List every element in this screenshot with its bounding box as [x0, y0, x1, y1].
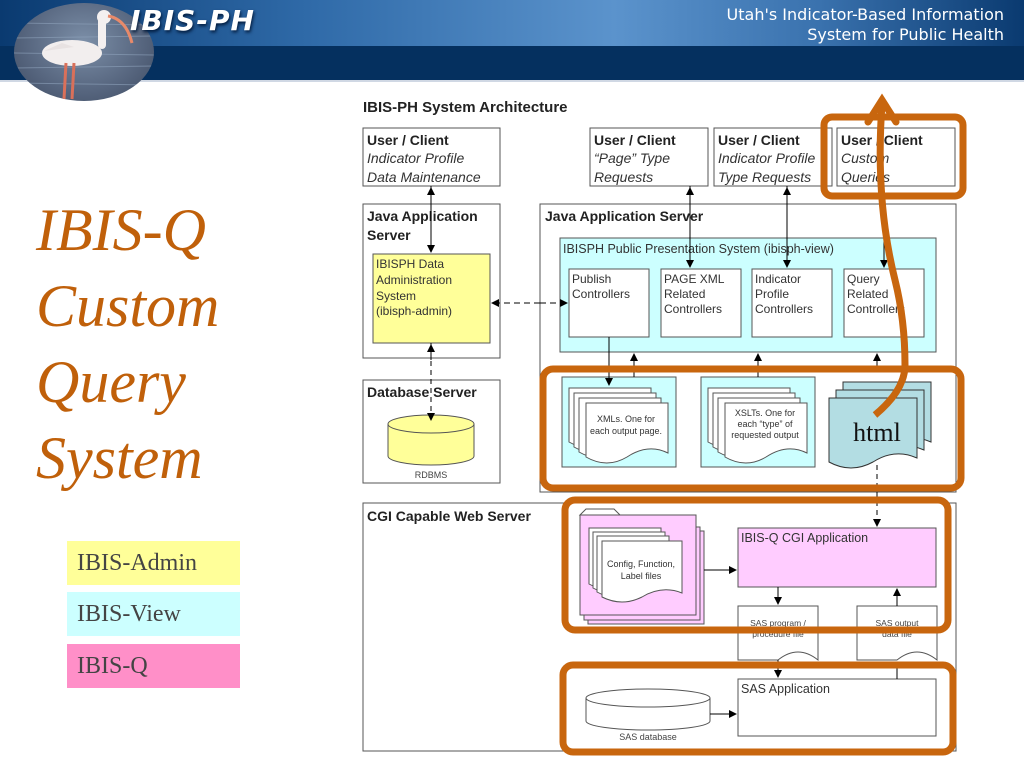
server-label: Server [367, 227, 411, 243]
client-desc: Type Requests [718, 169, 811, 185]
config-files-label: Config, Function, [607, 559, 675, 569]
client-box-indicator-profile: User / Client Indicator Profile Type Req… [713, 127, 833, 187]
admin-system-label: System [376, 289, 416, 303]
client-title: User / Client [594, 132, 676, 148]
sas-output-label: SAS output [875, 618, 919, 628]
controller-label: Controllers [572, 287, 630, 301]
rdbms-cylinder-icon [387, 414, 475, 466]
controller-publish: Publish Controllers [568, 268, 650, 338]
sas-application: SAS Application [737, 678, 937, 737]
sas-db-label: SAS database [619, 732, 677, 742]
database-server: Database Server RDBMS [362, 379, 501, 484]
controller-label: Related [847, 287, 888, 301]
controller-label: Controllers [664, 302, 722, 316]
sas-program-label: SAS program / [750, 618, 806, 628]
server-label: CGI Capable Web Server [367, 508, 531, 524]
xslt-doc-label: requested output [731, 430, 799, 440]
highlights [539, 93, 967, 756]
controller-query: Query Related Controllers [843, 268, 925, 338]
xslt-doc-label: XSLTs. One for [735, 408, 795, 418]
client-box-custom-queries: User / Client Custom Queries [836, 127, 956, 187]
sas-program-label: procedure file [752, 629, 804, 639]
legend-ibis-view: IBIS-View [67, 592, 240, 636]
xslt-doc-label: each “type” of [737, 419, 793, 429]
highlight-return-arrow [872, 103, 909, 418]
legend-ibis-q: IBIS-Q [67, 644, 240, 688]
admin-system-label: (ibisph-admin) [376, 304, 452, 318]
ibis-q-cgi-application: IBIS-Q CGI Application [737, 527, 937, 588]
xslt-documents-icon: XSLTs. One for each “type” of requested … [700, 376, 816, 468]
html-doc-label: html [853, 418, 901, 447]
client-desc: Indicator Profile [718, 150, 815, 166]
java-server-view: Java Application Server IBISPH Public Pr… [539, 203, 957, 493]
slide-title-line: Query [36, 349, 186, 415]
client-title: User / Client [367, 132, 449, 148]
cgi-app-label: IBIS-Q CGI Application [741, 531, 868, 545]
ibis-logo [14, 3, 154, 101]
server-label: Java Application Server [545, 208, 704, 224]
admin-system-label: IBISPH Data [376, 257, 444, 271]
controller-label: Indicator [755, 272, 801, 286]
html-documents-icon: html [828, 381, 932, 469]
brand-title: IBIS-PH [130, 4, 255, 37]
sas-app-label: SAS Application [741, 682, 830, 696]
client-desc: Data Maintenance [367, 169, 481, 185]
xml-doc-label: XMLs. One for [597, 414, 655, 424]
rdbms-label: RDBMS [415, 470, 448, 480]
slide-title-line: System [36, 425, 203, 491]
client-box-page: User / Client “Page” Type Requests [589, 127, 709, 187]
client-desc: Requests [594, 169, 653, 185]
diagram-title: IBIS-PH System Architecture [363, 99, 568, 116]
config-files-label: Label files [621, 571, 662, 581]
legend-ibis-admin: IBIS-Admin [67, 541, 240, 585]
view-system-label: IBISPH Public Presentation System (ibisp… [563, 242, 834, 256]
subtitle-line-2: System for Public Health [807, 25, 1004, 44]
controller-label: Query [847, 272, 880, 286]
config-files-folder-icon: Config, Function, Label files [578, 508, 705, 625]
controller-label: Controllers [847, 302, 905, 316]
database-server-title: Database Server [367, 384, 477, 400]
client-desc: Indicator Profile [367, 150, 464, 166]
sas-output-label: data file [882, 629, 912, 639]
client-title: User / Client [718, 132, 800, 148]
sas-database-cylinder-icon [585, 688, 711, 731]
controller-label: PAGE XML [664, 272, 725, 286]
header-divider [0, 80, 1024, 82]
controller-label: Profile [755, 287, 789, 301]
header-gradient-band [0, 0, 1024, 46]
client-box-maintenance: User / Client Indicator Profile Data Mai… [362, 127, 501, 187]
admin-system-label: Administration [376, 273, 452, 287]
xml-doc-label: each output page. [590, 426, 662, 436]
controller-label: Related [664, 287, 705, 301]
highlight-cgi [561, 496, 952, 634]
arrow-head-icon [864, 93, 900, 126]
highlight-sas [559, 661, 957, 756]
slide-title-line: Custom [36, 273, 220, 339]
slide-title: IBIS-Q Custom Query System [36, 192, 219, 496]
xml-documents-icon: XMLs. One for each output page. [561, 376, 677, 468]
highlight-documents [539, 365, 965, 492]
client-desc: “Page” Type [594, 150, 670, 166]
header-subtitle: Utah's Indicator-Based Information Syste… [727, 5, 1004, 45]
controller-label: Publish [572, 272, 611, 286]
controller-page-xml: PAGE XML Related Controllers [660, 268, 742, 338]
controller-indicator-profile: Indicator Profile Controllers [751, 268, 833, 338]
slide-title-line: IBIS-Q [36, 197, 206, 263]
server-label: Java Application [367, 208, 478, 224]
header-bar [0, 0, 1024, 80]
subtitle-line-1: Utah's Indicator-Based Information [726, 5, 1004, 24]
controller-label: Controllers [755, 302, 813, 316]
